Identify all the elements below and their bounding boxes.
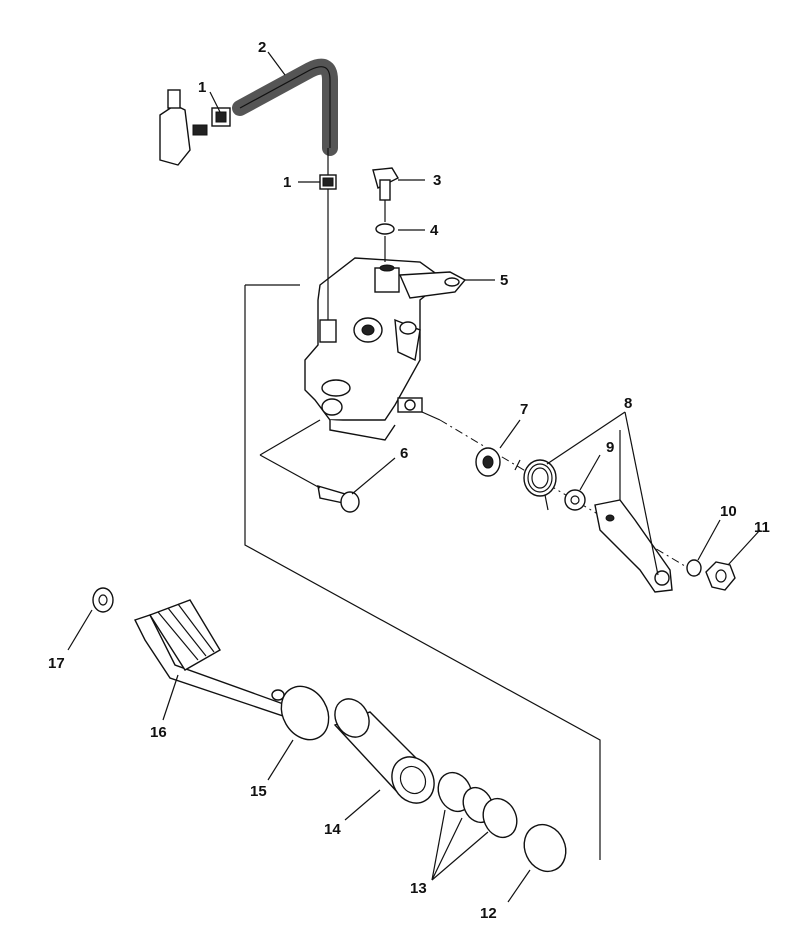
- callout-labels: 1 1 2 3 4 5 6 7 8 9 10 11 12 13 14 15 16…: [48, 39, 770, 922]
- callout-12: 12: [480, 905, 497, 922]
- hose-clamp-2: [319, 174, 337, 190]
- callout-8: 8: [624, 395, 632, 412]
- o-ring-15: [280, 685, 330, 741]
- pump-mounting-plate: [374, 264, 467, 299]
- mounting-screw: [259, 419, 360, 513]
- callout-3: 3: [433, 172, 441, 189]
- callout-14: 14: [324, 821, 341, 838]
- callout-9: 9: [606, 439, 614, 456]
- sealing-washer: [375, 223, 395, 262]
- callout-2: 2: [258, 39, 266, 56]
- washer-9: [564, 489, 586, 511]
- callout-16: 16: [150, 724, 167, 741]
- callout-15: 15: [250, 783, 267, 800]
- thrust-washer: [92, 587, 114, 613]
- drive-gear-shaft: [134, 599, 301, 721]
- hose-clamp-1: [211, 107, 231, 127]
- lock-nut: [705, 561, 736, 591]
- callout-4: 4: [430, 222, 439, 239]
- oil-hose: [232, 58, 338, 320]
- callout-10: 10: [720, 503, 737, 520]
- inlet-fitting: [159, 89, 208, 166]
- callout-7: 7: [520, 401, 528, 418]
- washer-10: [686, 559, 702, 577]
- control-lever: [594, 499, 673, 593]
- callout-17: 17: [48, 655, 65, 672]
- callout-6: 6: [400, 445, 408, 462]
- callout-5: 5: [500, 272, 508, 289]
- callout-1a: 1: [198, 79, 206, 96]
- snap-ring: [523, 823, 567, 873]
- callout-11: 11: [754, 519, 770, 536]
- bushing: [333, 698, 435, 804]
- seal-rings: [437, 771, 518, 839]
- collar: [475, 447, 501, 477]
- return-spring: [514, 459, 557, 511]
- banjo-bolt: [372, 167, 399, 222]
- callout-1b: 1: [283, 174, 291, 191]
- callout-13: 13: [410, 880, 427, 897]
- leader-lines: [67, 51, 761, 903]
- assembly-frame: [244, 284, 621, 860]
